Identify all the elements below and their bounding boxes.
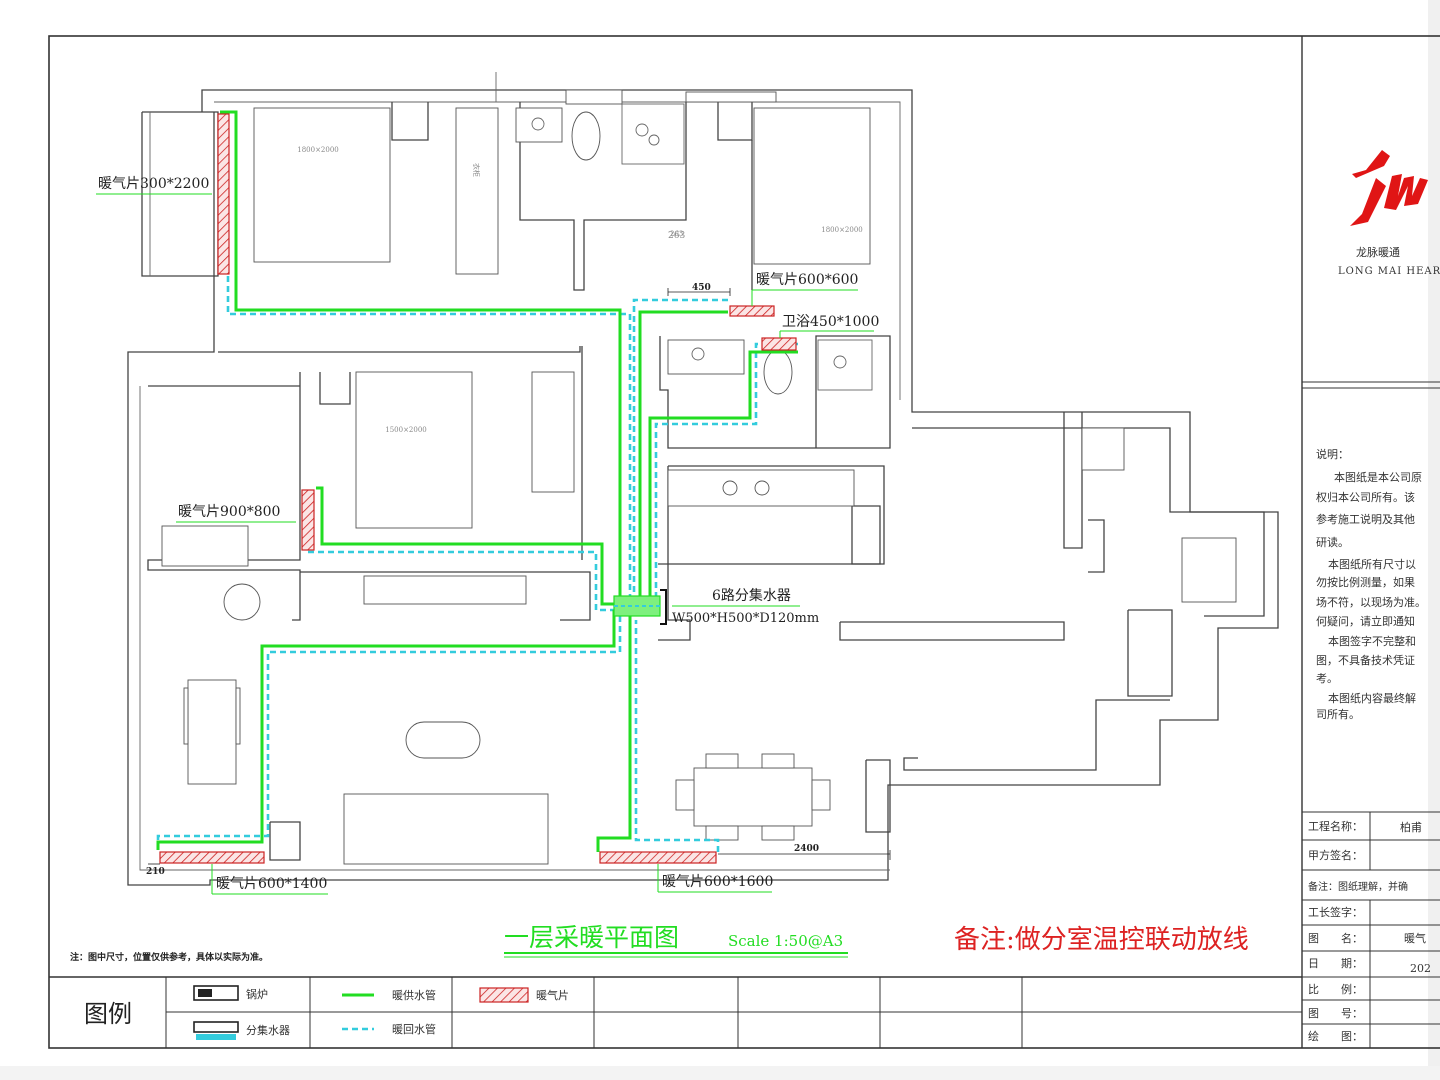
- radiator-600x600: [729, 305, 775, 317]
- return-pipe-rad4: [156, 616, 622, 850]
- supply-pipe-rad3: [316, 486, 624, 606]
- note-line: 研读。: [1316, 535, 1349, 549]
- dim-2400: 2400: [794, 844, 819, 854]
- manifold-icon: [193, 1021, 239, 1040]
- svg-text:1500×2000: 1500×2000: [385, 426, 427, 434]
- tb-row-label: 甲方签名：: [1308, 848, 1363, 862]
- notes-heading: 说明：: [1316, 447, 1349, 461]
- drawing-title-block: 一层采暖平面图 Scale 1:50@A3 备注:做分室温控联动放线 注：图中尺…: [70, 923, 1249, 963]
- label-rad-300x2200: 暖气片300*2200: [98, 176, 209, 192]
- return-pipe-rad2: [632, 298, 728, 604]
- note-line: 权归本公司所有。该: [1316, 490, 1415, 504]
- tb-row-label: 图 号：: [1308, 1007, 1363, 1020]
- svg-text:1800×2000: 1800×2000: [821, 226, 863, 234]
- note-line: 本图纸是本公司原: [1334, 470, 1422, 484]
- company-name-en: LONG MAI HEARTI: [1338, 266, 1440, 277]
- legend-heading: 图例: [84, 1000, 132, 1028]
- label-rad-600x1400: 暖气片600*1400: [216, 876, 327, 892]
- note-line: 本图纸内容最终解: [1328, 691, 1416, 705]
- radiators: [159, 113, 797, 864]
- supply-pipes: [156, 110, 798, 852]
- radiator-300x2200: [217, 113, 230, 275]
- building-walls: [127, 72, 1279, 886]
- svg-text:衣柜: 衣柜: [472, 163, 481, 177]
- manifold-unit: [660, 589, 667, 625]
- dim-450: 450: [692, 283, 711, 293]
- label-manifold: 6路分集水器: [712, 587, 791, 604]
- drawing-footnote: 注：图中尺寸，位置仅供参考，具体以实际为准。: [70, 951, 268, 963]
- supply-pipe-rad2: [638, 310, 728, 598]
- legend-boiler: 锅炉: [246, 988, 268, 1001]
- note-line: 参考施工说明及其他: [1316, 512, 1415, 526]
- tb-row-value: 202: [1410, 962, 1431, 975]
- company-logo-icon: [1350, 150, 1428, 226]
- supply-pipe-rad4: [156, 610, 616, 850]
- note-line: 考。: [1316, 672, 1338, 685]
- radiator-swatch-icon: [479, 987, 529, 1003]
- supply-pipe-rad5: [596, 612, 632, 852]
- tb-row-label: 备注：图纸理解，并确: [1308, 880, 1408, 893]
- return-pipe-rad5: [634, 620, 720, 852]
- legend: 图例 锅炉 分集水器 暖供水管 暖回水管 暖气片: [84, 977, 1302, 1048]
- note-line: 司所有。: [1316, 707, 1360, 721]
- supply-pipe-bath: [648, 350, 798, 600]
- company-name-cn: 龙脉暖通: [1356, 245, 1400, 259]
- svg-text:263: 263: [670, 230, 683, 238]
- tb-row-label: 工程名称：: [1308, 819, 1363, 833]
- legend-return: 暖回水管: [392, 1022, 436, 1036]
- dim-263: 263: [668, 231, 685, 241]
- boiler-icon: [193, 985, 239, 1001]
- radiator-600x1400: [159, 851, 265, 864]
- drawing-frame: [48, 35, 1440, 1049]
- return-pipe-rad3: [308, 550, 638, 612]
- note-line: 本图签字不完整和: [1328, 634, 1416, 648]
- return-pipe-rad1: [226, 276, 632, 602]
- label-rad-600x600: 暖气片600*600: [756, 272, 858, 288]
- note-line: 勿按比例测量，如果: [1316, 575, 1415, 589]
- label-rad-900x800: 暖气片900*800: [178, 504, 280, 520]
- return-pipes: [156, 276, 798, 852]
- tb-row-label: 绘 图：: [1308, 1029, 1363, 1043]
- note-line: 何疑问，请立即通知: [1316, 614, 1415, 628]
- legend-supply: 暖供水管: [392, 988, 436, 1002]
- return-pipe-bath: [654, 342, 798, 606]
- dimensions: 450 263 2400 210: [146, 231, 891, 877]
- dim-210: 210: [146, 867, 165, 877]
- label-rad-bath: 卫浴450*1000: [782, 314, 879, 330]
- legend-manifold: 分集水器: [246, 1023, 290, 1037]
- titleblock-table: 工程名称： 柏甫 甲方签名： 备注：图纸理解，并确 工长签字： 图 名： 暖气 …: [1302, 811, 1440, 1048]
- tb-row-label: 工长签字：: [1308, 905, 1363, 919]
- notes-list: 本图纸是本公司原 权归本公司所有。该 参考施工说明及其他 研读。 本图纸所有尺寸…: [1316, 470, 1426, 721]
- radiator-900x800: [301, 489, 315, 551]
- legend-radiator: 暖气片: [536, 988, 569, 1002]
- title-block: 龙脉暖通 LONG MAI HEARTI 说明： 本图纸是本公司原 权归本公司所…: [1302, 150, 1440, 1048]
- svg-text:1800×2000: 1800×2000: [297, 146, 339, 154]
- drawing-title: 一层采暖平面图: [504, 923, 679, 952]
- label-manifold-size: W500*H500*D120mm: [672, 611, 819, 626]
- drawing-scale: Scale 1:50@A3: [728, 932, 843, 950]
- drawing-remark: 备注:做分室温控联动放线: [954, 925, 1249, 955]
- note-line: 图，不具备技术凭证: [1316, 653, 1415, 667]
- note-line: 场不符，以现场为准。: [1316, 595, 1426, 609]
- tb-row-label: 图 名：: [1308, 931, 1363, 945]
- plan-labels: 暖气片300*2200 暖气片600*600 卫浴450*1000 暖气片900…: [96, 176, 879, 895]
- tb-row-label: 日 期：: [1308, 957, 1363, 970]
- supply-pipe-rad1: [220, 110, 622, 596]
- note-line: 本图纸所有尺寸以: [1328, 557, 1416, 571]
- furniture: 1800×2000 衣柜 263 1800×2000 1500×2000: [161, 89, 1237, 865]
- tb-row-value: 暖气: [1404, 931, 1426, 945]
- tb-row-value: 柏甫: [1400, 820, 1422, 834]
- radiator-bath: [761, 337, 797, 351]
- radiator-600x1600: [599, 851, 717, 864]
- label-rad-600x1600: 暖气片600*1600: [662, 874, 773, 890]
- tb-row-label: 比 例：: [1308, 982, 1363, 996]
